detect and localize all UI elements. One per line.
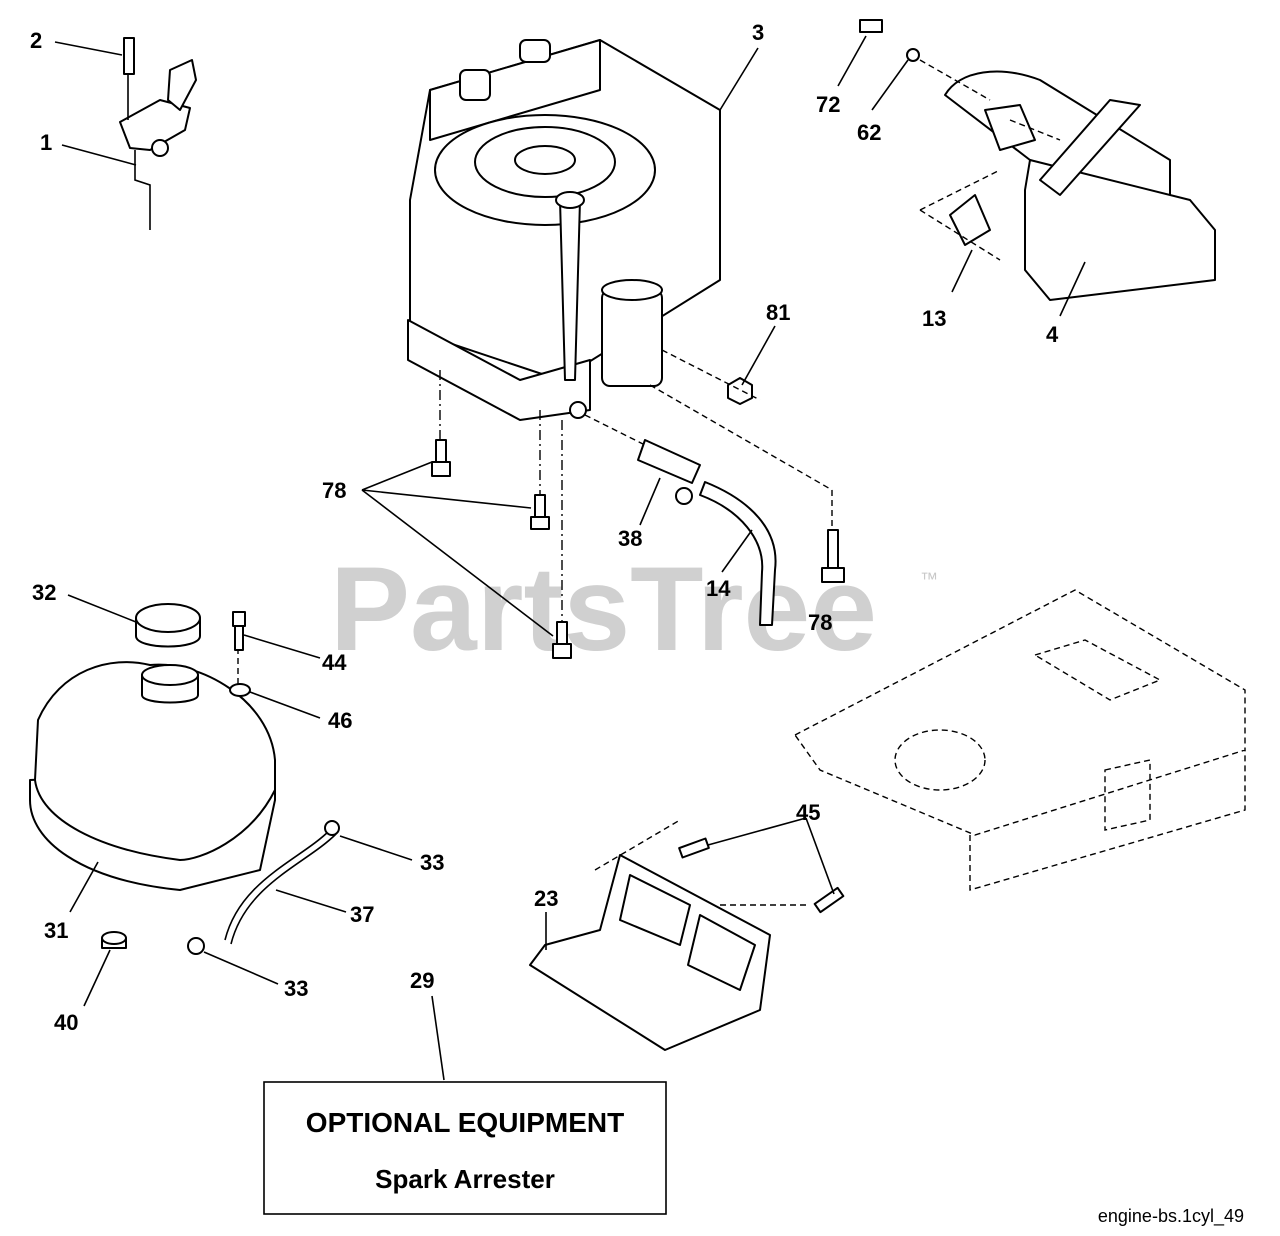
callout-81: 81 <box>766 300 790 325</box>
callout-14: 14 <box>706 576 731 601</box>
engine-part <box>407 39 721 421</box>
nut-part <box>727 377 753 405</box>
callout-31: 31 <box>44 918 68 943</box>
callout-33-top: 33 <box>420 850 444 875</box>
callout-78-right: 78 <box>808 610 832 635</box>
callout-78-left: 78 <box>322 478 346 503</box>
throttle-control-part <box>119 37 197 230</box>
callout-23: 23 <box>534 886 558 911</box>
callout-72: 72 <box>816 92 840 117</box>
diagram-code: engine-bs.1cyl_49 <box>1098 1206 1244 1227</box>
small-parts <box>101 611 340 955</box>
callout-46: 46 <box>328 708 352 733</box>
callout-45: 45 <box>796 800 820 825</box>
callout-labels: 2 1 3 72 62 13 4 81 78 38 14 78 32 44 46… <box>30 20 1059 1035</box>
callout-38: 38 <box>618 526 642 551</box>
callout-2: 2 <box>30 28 42 53</box>
callout-44: 44 <box>322 650 347 675</box>
callout-29: 29 <box>410 968 434 993</box>
muffler-part <box>859 19 1216 301</box>
bolts-part <box>431 439 845 659</box>
callout-4: 4 <box>1046 322 1059 347</box>
callout-33-bottom: 33 <box>284 976 308 1001</box>
callout-3: 3 <box>752 20 764 45</box>
frame-part <box>793 589 1246 891</box>
partstree-watermark: PartsTree <box>330 542 877 676</box>
fuel-cap-part <box>135 603 201 648</box>
heat-shield-part <box>529 837 845 1051</box>
callout-32: 32 <box>32 580 56 605</box>
leader-lines <box>54 35 1086 1081</box>
fuel-tank-part <box>29 661 276 891</box>
spark-arrester-label: Spark Arrester <box>375 1164 555 1194</box>
callout-62: 62 <box>857 120 881 145</box>
callout-37: 37 <box>350 902 374 927</box>
fuel-filter-part <box>637 439 777 626</box>
callout-40: 40 <box>54 1010 78 1035</box>
callout-1: 1 <box>40 130 52 155</box>
trademark-symbol: ™ <box>920 569 938 589</box>
optional-equipment-title: OPTIONAL EQUIPMENT <box>306 1107 624 1138</box>
callout-13: 13 <box>922 306 946 331</box>
optional-equipment-box: OPTIONAL EQUIPMENT Spark Arrester <box>263 1081 667 1215</box>
